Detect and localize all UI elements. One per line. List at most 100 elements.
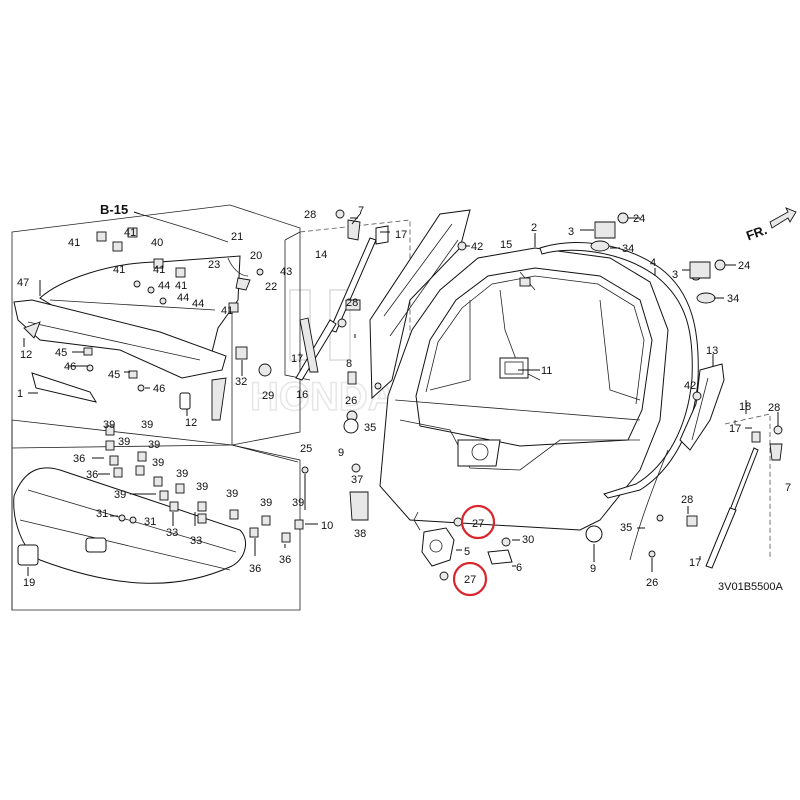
- callout-11: 11: [541, 365, 552, 377]
- callout-35: 35: [620, 522, 632, 534]
- callout-45: 45: [108, 369, 120, 381]
- latch-group: [413, 504, 520, 597]
- callout-12: 12: [20, 349, 32, 361]
- callout-24: 24: [738, 260, 750, 272]
- callout-24: 24: [633, 213, 645, 225]
- callout-39: 39: [141, 419, 153, 431]
- callout-39: 39: [196, 481, 208, 493]
- callout-21: 21: [231, 231, 243, 243]
- callout-17: 17: [395, 229, 407, 241]
- callout-3: 3: [672, 269, 678, 281]
- callout-6: 6: [516, 562, 522, 574]
- callout-34: 34: [727, 293, 739, 305]
- callout-27: 27: [464, 574, 476, 586]
- callout-15: 15: [500, 239, 512, 251]
- callout-36: 36: [279, 554, 291, 566]
- callout-36: 36: [73, 453, 85, 465]
- tailgate-group: [379, 233, 669, 531]
- callout-45: 45: [55, 347, 67, 359]
- callout-39: 39: [226, 488, 238, 500]
- garnish-group: [11, 419, 318, 611]
- callout-36: 36: [249, 563, 261, 575]
- callout-17: 17: [729, 423, 741, 435]
- front-direction-label: FR.: [744, 222, 769, 243]
- callout-43: 43: [280, 266, 292, 278]
- callout-8: 8: [346, 358, 352, 370]
- callout-39: 39: [148, 439, 160, 451]
- callout-36: 36: [86, 469, 98, 481]
- callout-9: 9: [338, 447, 344, 459]
- callout-10: 10: [321, 520, 333, 532]
- callout-41: 41: [124, 227, 136, 239]
- strut-group: [284, 209, 471, 521]
- callout-7: 7: [785, 482, 791, 494]
- callout-13: 13: [706, 345, 718, 357]
- callout-5: 5: [464, 546, 470, 558]
- callout-12: 12: [185, 417, 197, 429]
- callout-2: 2: [531, 222, 537, 234]
- callout-7: 7: [358, 205, 364, 217]
- callout-34: 34: [622, 243, 634, 255]
- callout-27: 27: [472, 518, 484, 530]
- callout-31: 31: [144, 516, 156, 528]
- callout-28: 28: [768, 402, 780, 414]
- callout-labels: B-15 1 2 3 3 4 5 6 7 7 8 9 9 10 11 12 12…: [17, 202, 791, 593]
- callout-46: 46: [64, 361, 76, 373]
- callout-40: 40: [151, 237, 163, 249]
- callout-28: 28: [346, 297, 358, 309]
- callout-39: 39: [176, 468, 188, 480]
- callout-47: 47: [17, 277, 29, 289]
- callout-28: 28: [304, 209, 316, 221]
- callout-32: 32: [235, 376, 247, 388]
- callout-14: 14: [315, 249, 327, 261]
- callout-41: 41: [175, 280, 187, 292]
- callout-26: 26: [345, 395, 357, 407]
- callout-31: 31: [96, 508, 108, 520]
- callout-18: 18: [739, 401, 751, 413]
- callout-42: 42: [684, 380, 696, 392]
- callout-39: 39: [114, 489, 126, 501]
- callout-46: 46: [153, 383, 165, 395]
- callout-39: 39: [103, 419, 115, 431]
- callout-37: 37: [351, 474, 363, 486]
- callout-44: 44: [177, 292, 189, 304]
- callout-20: 20: [250, 250, 262, 262]
- right-group: [580, 207, 797, 572]
- callout-44: 44: [192, 298, 204, 310]
- callout-22: 22: [265, 281, 277, 293]
- callout-28: 28: [681, 494, 693, 506]
- callout-26: 26: [646, 577, 658, 589]
- highlight-ring-27-lower: [452, 561, 488, 597]
- callout-4: 4: [650, 257, 656, 269]
- garnish-clips: [105, 425, 309, 543]
- callout-3: 3: [568, 226, 574, 238]
- callout-29: 29: [262, 390, 274, 402]
- spoiler-clips: [83, 227, 272, 392]
- callout-41: 41: [153, 264, 165, 276]
- callout-16: 16: [296, 389, 308, 401]
- diagram-code: 3V01B5500A: [718, 581, 783, 593]
- highlight-ring-27-upper: [460, 504, 496, 540]
- callout-39: 39: [118, 436, 130, 448]
- callout-33: 33: [166, 527, 178, 539]
- weatherstrip-group: [539, 242, 699, 499]
- callout-41: 41: [221, 305, 233, 317]
- callout-19: 19: [23, 577, 35, 589]
- callout-17: 17: [291, 353, 303, 365]
- callout-42: 42: [471, 241, 483, 253]
- callout-35: 35: [364, 422, 376, 434]
- callout-41: 41: [68, 237, 80, 249]
- callout-30: 30: [522, 534, 534, 546]
- callout-25: 25: [300, 443, 312, 455]
- callout-17: 17: [689, 557, 701, 569]
- callout-23: 23: [208, 259, 220, 271]
- callout-44: 44: [158, 280, 170, 292]
- callout-9: 9: [590, 563, 596, 575]
- spoiler-group: [11, 204, 301, 449]
- callout-39: 39: [152, 457, 164, 469]
- callout-38: 38: [354, 528, 366, 540]
- ref-label: B-15: [100, 202, 128, 217]
- callout-39: 39: [292, 497, 304, 509]
- callout-41: 41: [113, 264, 125, 276]
